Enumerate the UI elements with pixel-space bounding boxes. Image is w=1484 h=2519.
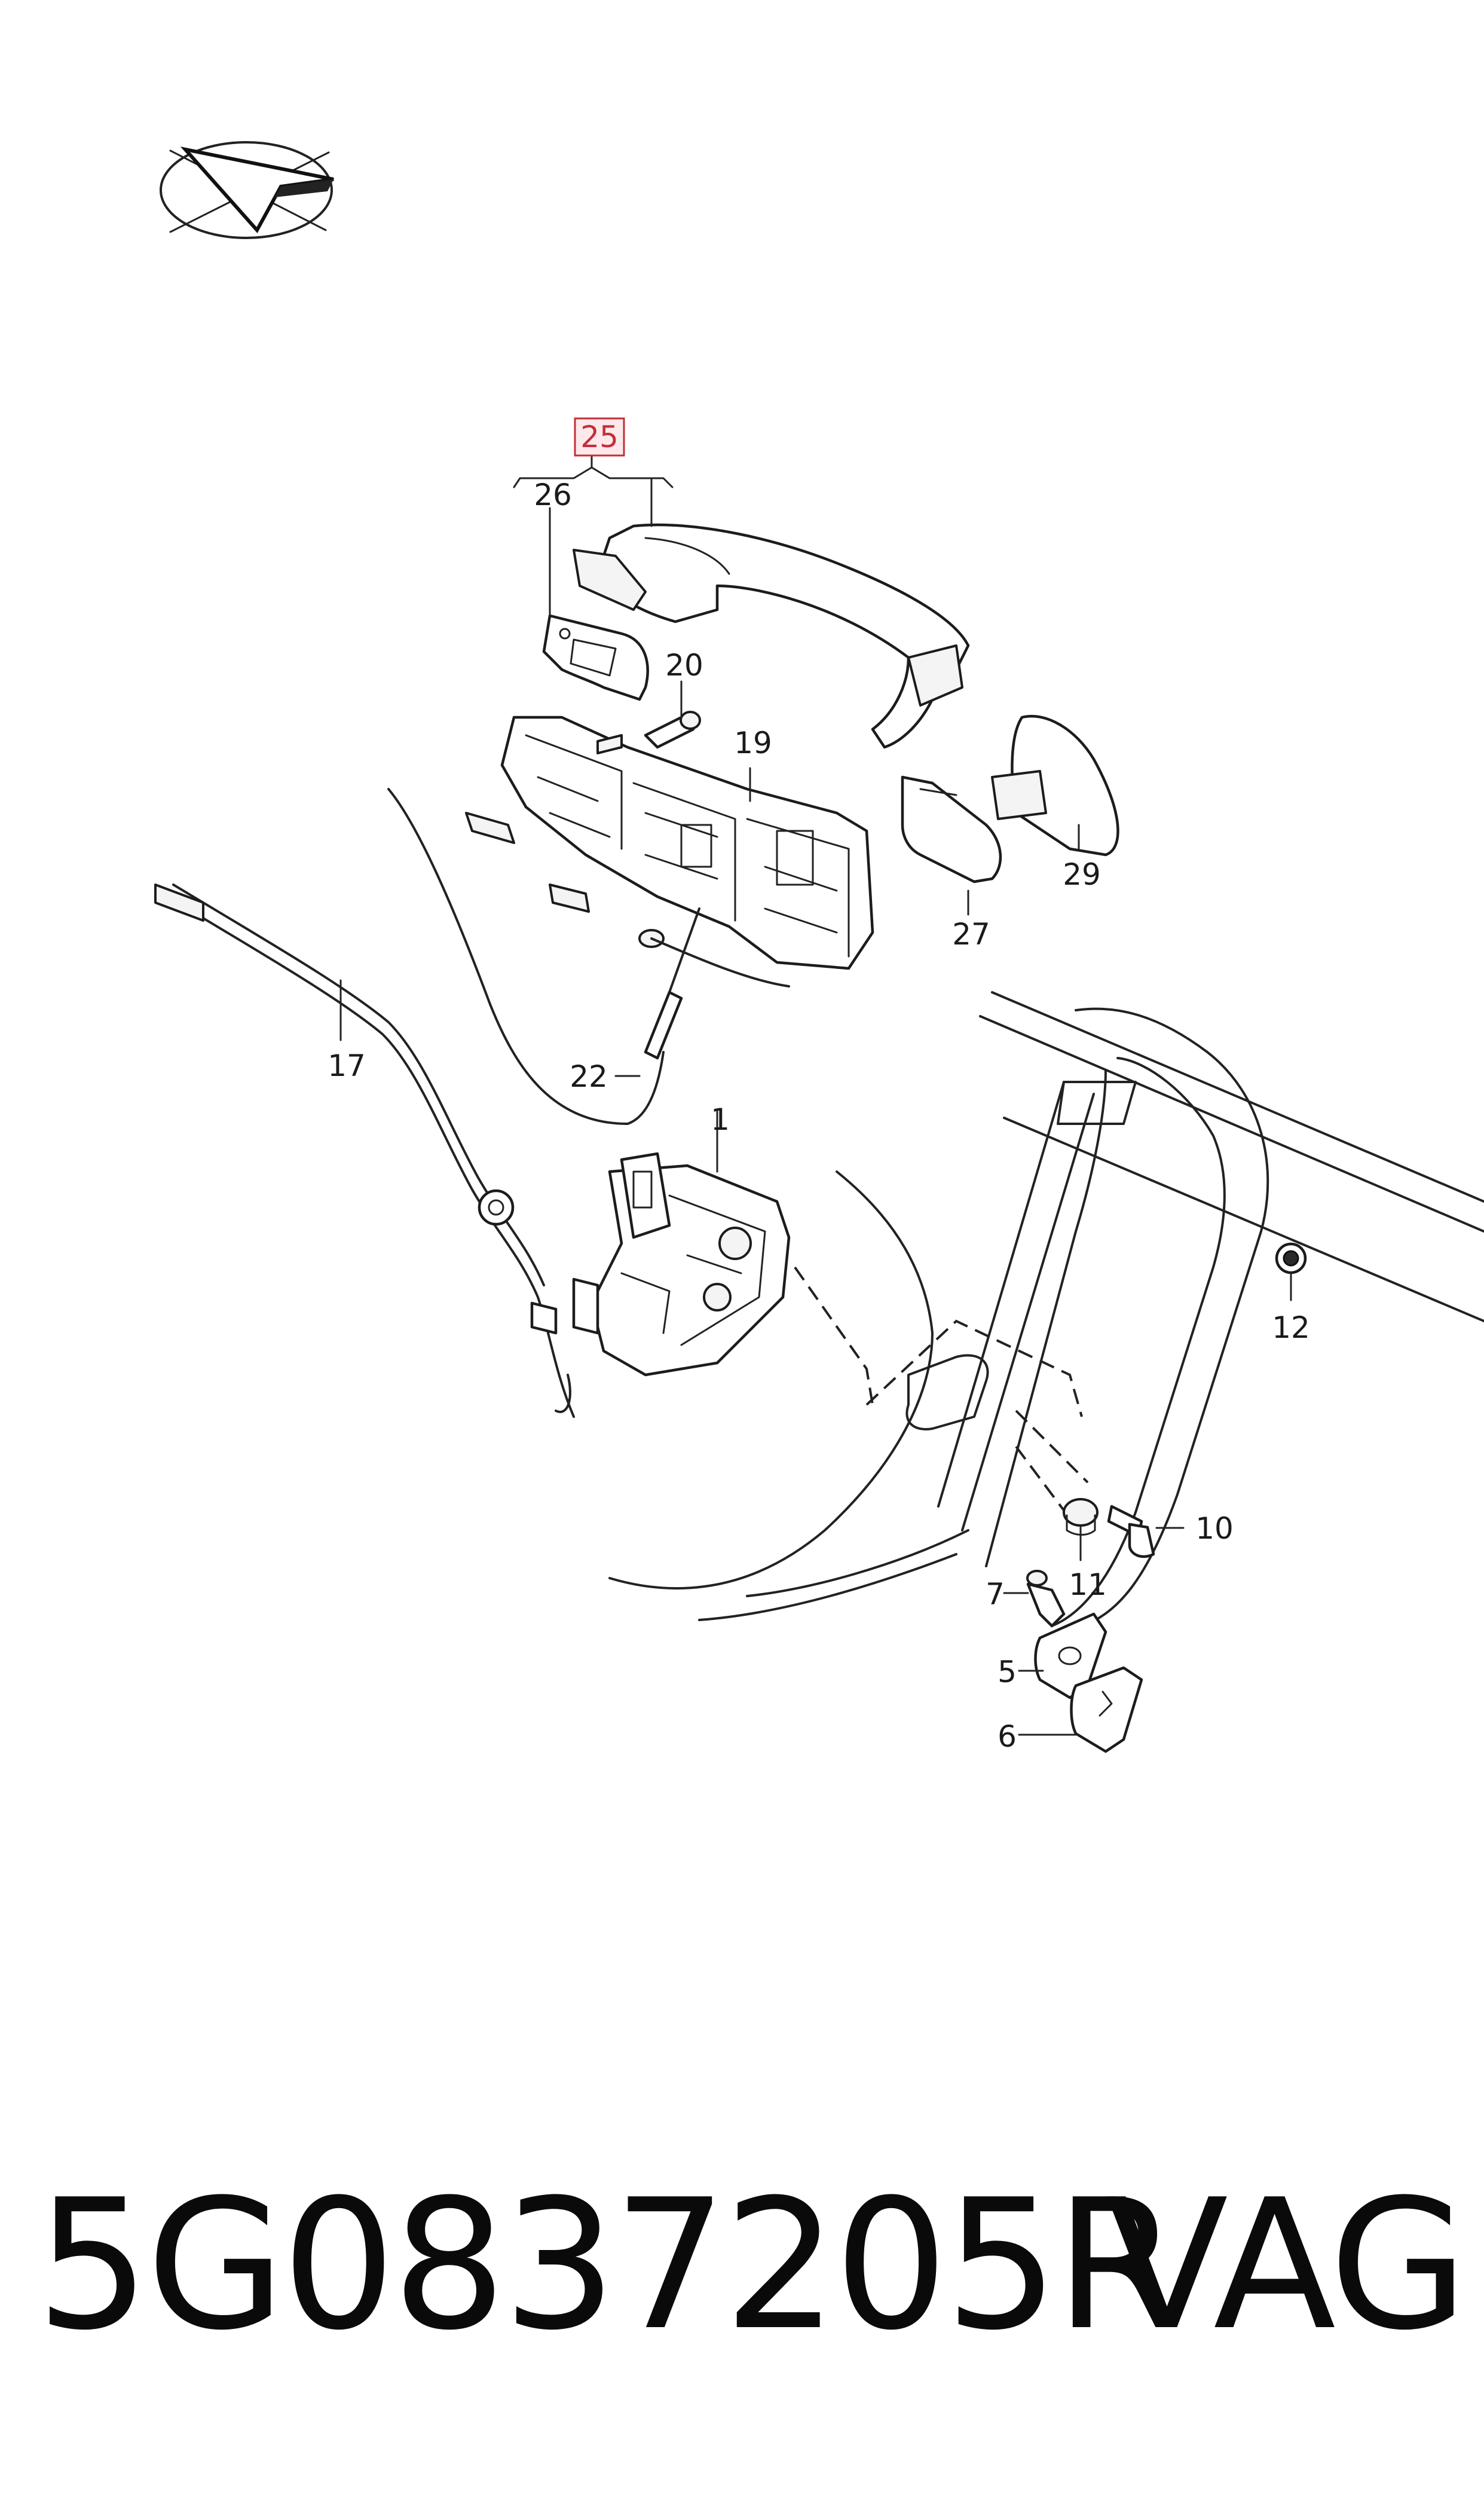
callout-20: 20 xyxy=(665,648,703,683)
part-7-screw xyxy=(1026,1570,1066,1628)
callout-10: 10 xyxy=(1195,1511,1234,1546)
part-20-screw xyxy=(644,711,701,749)
part-11-grommet xyxy=(1063,1498,1099,1536)
door-body-outline xyxy=(608,991,1484,1627)
brand-label: VAG xyxy=(1106,2161,1468,2370)
callout-27: 27 xyxy=(952,917,990,952)
callout-5: 5 xyxy=(998,1655,1017,1689)
callout-22: 22 xyxy=(570,1059,608,1094)
part-number: 5G0837205R xyxy=(36,2161,1180,2370)
callout-25: 25 xyxy=(580,420,619,454)
callout-labels: 25 26 20 19 29 27 17 22 1 12 10 11 7 5 6 xyxy=(328,420,1310,1754)
part-19-handle-carrier xyxy=(500,716,874,970)
part-29-end-cap xyxy=(991,714,1119,857)
leader-lines xyxy=(339,454,1292,1736)
assembly-dash-lines xyxy=(794,1266,1089,1520)
callout-6: 6 xyxy=(998,1719,1017,1754)
callout-25-highlight-box xyxy=(574,417,625,457)
callout-26: 26 xyxy=(534,478,572,512)
part-17-bowden-cable xyxy=(154,884,575,1418)
part-26-handle-base xyxy=(542,614,649,701)
callout-11: 11 xyxy=(1069,1567,1107,1602)
part-6-striker-plate xyxy=(1070,1666,1143,1753)
part-10-bolt xyxy=(1107,1505,1155,1558)
callout-17: 17 xyxy=(328,1048,366,1083)
part-22-rod xyxy=(387,788,790,1125)
callout-12: 12 xyxy=(1272,1310,1310,1345)
callout-7: 7 xyxy=(986,1577,1005,1612)
part-1-door-lock xyxy=(572,1152,791,1377)
callout-1: 1 xyxy=(711,1102,730,1137)
callout-19: 19 xyxy=(734,726,772,760)
part-12-plug xyxy=(1275,1242,1307,1274)
orientation-arrow-icon xyxy=(160,141,334,239)
callout-29: 29 xyxy=(1063,857,1101,892)
part-27-cover xyxy=(901,775,1002,884)
part-25-outer-handle xyxy=(573,523,970,749)
